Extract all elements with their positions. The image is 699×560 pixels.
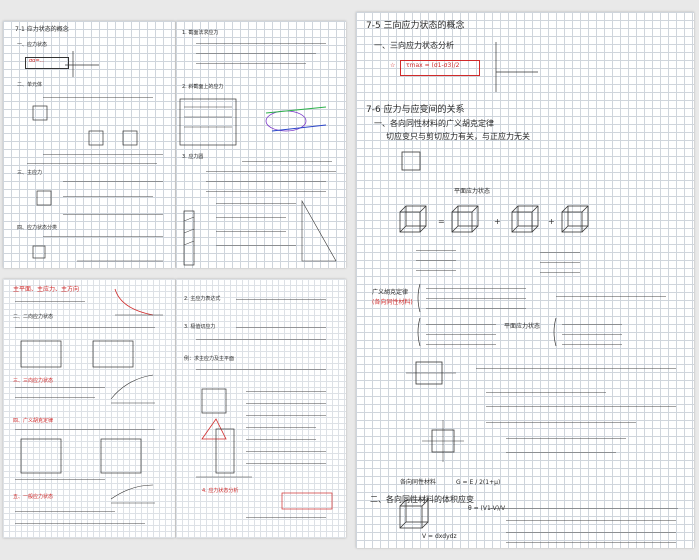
sheet1-formula: σα=...	[29, 58, 45, 64]
sheet2-item-3: 3. 应力圆	[182, 154, 204, 160]
sheet5-hooke-red: (各向同性材料)	[372, 299, 413, 306]
sheet5-volume-title: 二、各向同性材料的体积应变	[370, 495, 474, 504]
sheet4-item-2: 3. 极值切应力	[184, 324, 216, 330]
sheet5-hooke-title: 广义胡克定律	[372, 289, 409, 296]
sheet5-red-formula: τmax = (σ1-σ3)/2	[406, 62, 460, 69]
svg-text:+: +	[548, 217, 555, 226]
note-sheet-3: 主平面、主应力、主方向 二、二向应力状态 三、三向应力状态 四、广义胡克定律 五…	[3, 279, 175, 538]
sheet5-diagrams: = + +	[399, 42, 589, 529]
sheet2-sketches	[179, 98, 337, 266]
sheet5-section2: 7-6 应力与应变间的关系	[366, 105, 465, 115]
sheet1-sketches	[32, 51, 163, 262]
sheet1-item-2: 二、单元体	[17, 82, 43, 88]
sheet4-item-4: 4. 应力状态分析	[202, 488, 239, 494]
sheet2-item-1: 1. 截面法求应力	[182, 30, 219, 36]
sheet3-item-3: 四、广义胡克定律	[13, 418, 54, 424]
sheet5-strain-label: 平面应力状态	[504, 323, 541, 330]
sheet5-g-relation: G = E / 2(1+μ)	[456, 479, 501, 486]
note-sheet-2: 1. 截面法求应力 2. 斜截面上的应力 3. 应力圆	[176, 21, 346, 268]
sheet3-item-1: 二、二向应力状态	[13, 314, 54, 320]
svg-text:=: =	[438, 217, 445, 226]
star-icon: ☆	[390, 62, 396, 69]
note-sheet-1: 7-1 应力状态的概念 一、应力状态 σα=... 二、单元体 三、主应力 四、…	[3, 21, 175, 268]
sheet1-item-4: 四、应力状态分类	[17, 225, 58, 231]
sheet5-relation-label: 各向同性材料	[400, 479, 437, 486]
sheet1-item-1: 一、应力状态	[17, 42, 48, 48]
sheet5-title: 7-5 三向应力状态的概念	[366, 21, 465, 31]
sheet5-plane-label: 平面应力状态	[454, 188, 491, 195]
sheet5-theta-formula: θ = (V1-V)/V	[468, 505, 506, 512]
svg-text:+: +	[494, 217, 501, 226]
sheet5-bottom-label: V = dxdydz	[422, 533, 457, 540]
sheet5-red-formula-box	[400, 60, 480, 76]
sheet4-item-1: 2. 主应力表达式	[184, 296, 221, 302]
sheet1-boxed-formula	[25, 57, 69, 69]
sheet3-item-2: 三、三向应力状态	[13, 378, 54, 384]
note-sheet-4: 2. 主应力表达式 3. 极值切应力 例：求主应力及主平面 4. 应力状态分析	[176, 279, 346, 538]
sheet2-item-2: 2. 斜截面上的应力	[182, 84, 224, 90]
sheet1-item-3: 三、主应力	[17, 170, 43, 176]
sheet4-sketches	[196, 388, 333, 510]
note-sheet-5: 7-5 三向应力状态的概念 一、三向应力状态分析 ☆ τmax = (σ1-σ3…	[356, 12, 694, 548]
sheet1-heading: 7-1 应力状态的概念	[15, 26, 69, 33]
sheet5-subtitle: 一、三向应力状态分析	[374, 41, 454, 50]
sheet3-red-title: 主平面、主应力、主方向	[13, 286, 80, 293]
sheet5-section2-sub: 一、各向同性材料的广义胡克定律	[374, 119, 494, 128]
sheet4-item-3: 例：求主应力及主平面	[184, 356, 235, 362]
sheet3-sketches	[20, 288, 163, 504]
sheet3-item-4: 五、一般应力状态	[13, 494, 54, 500]
sheet5-section2-note: 切应变只与剪切应力有关，与正应力无关	[386, 132, 530, 141]
